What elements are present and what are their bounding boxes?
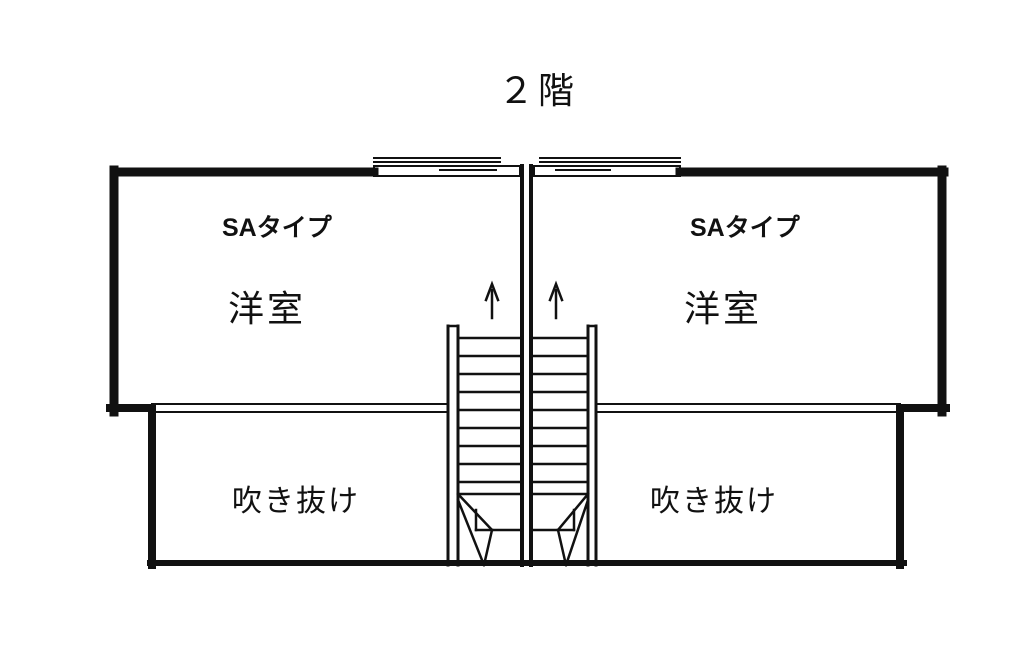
railing-left: [151, 403, 449, 413]
unit-right-void-label: 吹き抜け: [650, 484, 778, 519]
unit-right-type-label: SAタイプ: [690, 214, 800, 242]
exterior-walls: [106, 165, 950, 569]
railing-right: [597, 403, 901, 413]
window-left: [373, 157, 521, 177]
window-right: [533, 157, 681, 177]
stair-right: [529, 280, 598, 567]
party-wall: [520, 164, 533, 567]
unit-right-room-label: 洋室: [684, 289, 763, 330]
unit-left-room-label: 洋室: [228, 289, 307, 330]
unit-left-void-label: 吹き抜け: [232, 484, 360, 519]
unit-left-type-label: SAタイプ: [222, 214, 332, 242]
stair-left: [446, 280, 524, 567]
floor-title: ２階: [498, 71, 579, 112]
